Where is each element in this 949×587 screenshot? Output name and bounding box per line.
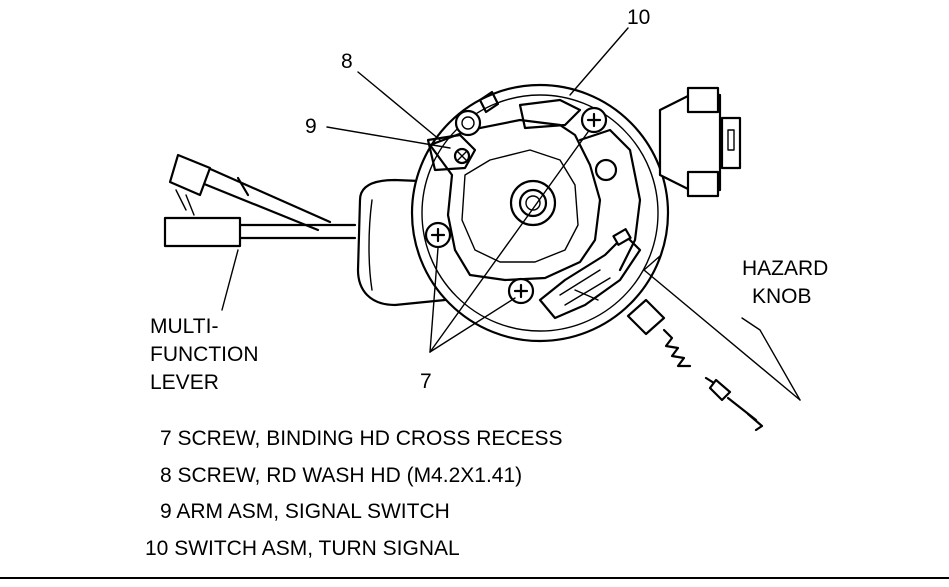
- screw-7-bottom: [507, 277, 535, 305]
- lever-label-line2: FUNCTION: [150, 343, 259, 366]
- screw-10-top: [580, 106, 608, 134]
- screw-7-left: [424, 221, 452, 249]
- lever-label-line1: MULTI-: [150, 315, 218, 338]
- callout-8: 8: [341, 50, 353, 73]
- callout-9: 9: [305, 115, 317, 138]
- callout-7: 7: [420, 370, 432, 393]
- hazard-label-line1: HAZARD: [742, 257, 828, 280]
- multi-function-lever: [163, 153, 357, 248]
- legend-item-7: 7 SCREW, BINDING HD CROSS RECESS: [160, 427, 563, 450]
- electrical-connector: [658, 86, 742, 198]
- hazard-knob-assembly: [626, 298, 764, 432]
- hazard-label-line2: KNOB: [752, 285, 812, 308]
- leader-lines: [221, 27, 801, 401]
- legend-item-9: 9 ARM ASM, SIGNAL SWITCH: [160, 500, 450, 523]
- parts-legend: 7 SCREW, BINDING HD CROSS RECESS 8 SCREW…: [145, 427, 563, 560]
- lever-label-line3: LEVER: [150, 371, 219, 394]
- legend-item-10: 10 SWITCH ASM, TURN SIGNAL: [145, 537, 460, 560]
- callout-10: 10: [627, 6, 650, 29]
- turn-signal-switch-body: [410, 83, 670, 343]
- legend-item-8: 8 SCREW, RD WASH HD (M4.2X1.41): [160, 464, 522, 487]
